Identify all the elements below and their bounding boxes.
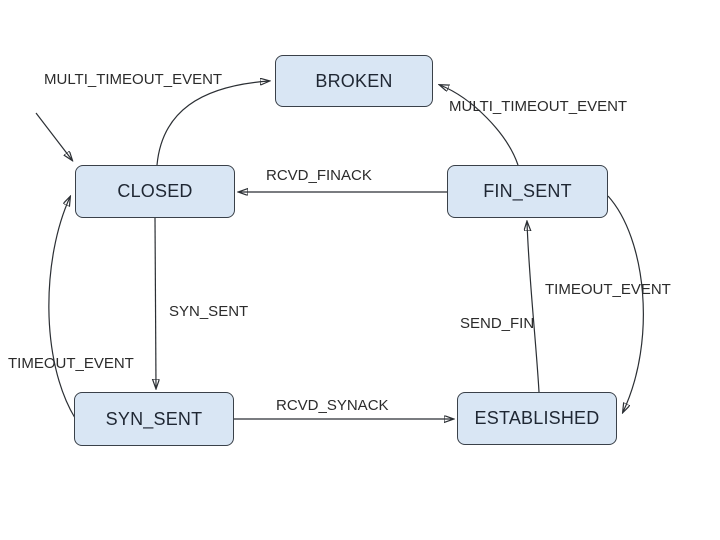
state-closed[interactable]: CLOSED (75, 165, 235, 218)
edge-label-rcvd-finack: RCVD_FINACK (266, 167, 372, 184)
edge-label-syn-sent: SYN_SENT (169, 303, 249, 320)
state-established[interactable]: ESTABLISHED (457, 392, 617, 445)
edge-synsent-to-closed (48, 197, 76, 419)
state-syn-sent-label: SYN_SENT (105, 408, 203, 429)
state-closed-label: CLOSED (117, 181, 193, 201)
edge-label-timeout-event-synsent-closed: TIMEOUT_EVENT (8, 355, 134, 372)
edge-label-multi-timeout-event-closed-broken: MULTI_TIMEOUT_EVENT (44, 71, 223, 88)
state-broken-label: BROKEN (315, 70, 393, 91)
edge-finsent-to-established (607, 195, 644, 412)
edge-label-rcvd-synack: RCVD_SYNACK (276, 397, 389, 414)
state-broken[interactable]: BROKEN (275, 55, 433, 107)
state-syn-sent[interactable]: SYN_SENT (74, 392, 234, 446)
edge-initial-to-closed (35, 112, 72, 160)
edge-closed-to-broken (156, 81, 269, 166)
edge-closed-to-synsent (155, 217, 156, 388)
state-fin-sent-label: FIN_SENT (483, 181, 572, 201)
edge-established-to-finsent (527, 222, 540, 393)
edge-finsent-to-broken (440, 85, 519, 166)
edge-label-timeout-event-finsent-established: TIMEOUT_EVENT (545, 281, 671, 298)
edge-label-send-fin: SEND_FIN (460, 315, 535, 332)
state-fin-sent[interactable]: FIN_SENT (447, 165, 608, 218)
edge-label-multi-timeout-event-finsent-broken: MULTI_TIMEOUT_EVENT (449, 98, 628, 115)
state-established-label: ESTABLISHED (474, 408, 600, 428)
